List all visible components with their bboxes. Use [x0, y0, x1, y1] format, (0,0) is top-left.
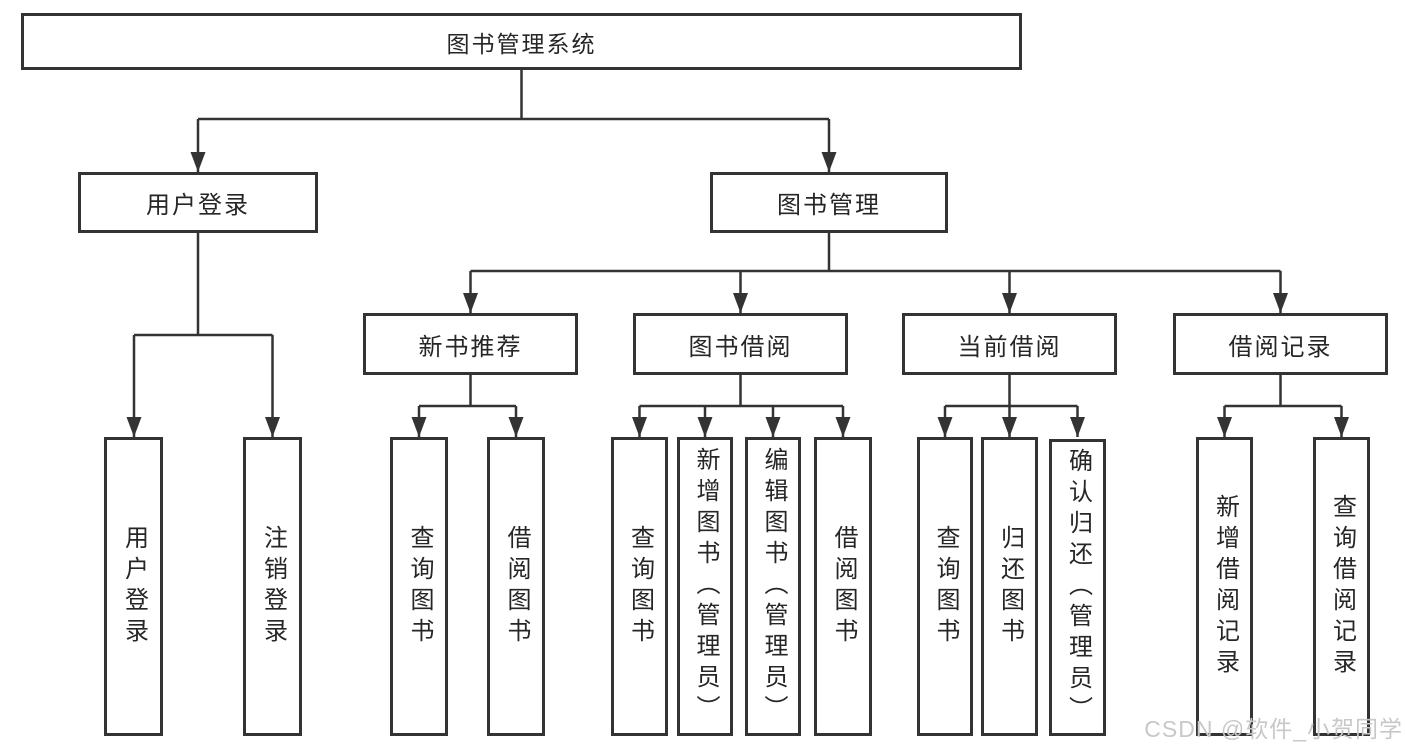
- leaf-logout-label: 注销登录: [259, 524, 287, 649]
- leaf-user-login: 用户登录: [104, 437, 163, 736]
- leaf-edit-books-admin: 编辑图书（管理员）: [745, 437, 801, 736]
- leaf-query-books-3-label: 查询图书: [932, 524, 959, 649]
- leaf-borrow-books-1-label: 借阅图书: [503, 524, 530, 649]
- node-book-management: 图书管理: [710, 172, 948, 233]
- leaf-borrow-books-1: 借阅图书: [487, 437, 545, 736]
- leaf-add-borrow-record-label: 新增借阅记录: [1211, 493, 1239, 680]
- leaf-query-books-3: 查询图书: [917, 437, 973, 736]
- leaf-return-books: 归还图书: [981, 437, 1038, 736]
- node-library-system-label: 图书管理系统: [446, 30, 597, 57]
- node-borrowing-records-label: 借阅记录: [1228, 333, 1333, 361]
- node-user-login-branch-label: 用户登录: [146, 192, 250, 219]
- node-new-book-recommendation: 新书推荐: [363, 313, 578, 375]
- leaf-add-books-admin: 新增图书（管理员）: [677, 437, 733, 736]
- node-new-book-recommendation-label: 新书推荐: [418, 333, 523, 361]
- leaf-confirm-return-admin-label: 确认归还（管理员）: [1064, 448, 1092, 727]
- leaf-add-borrow-record: 新增借阅记录: [1196, 437, 1253, 736]
- leaf-user-login-label: 用户登录: [120, 524, 148, 649]
- leaf-borrow-books-2: 借阅图书: [814, 437, 872, 736]
- leaf-return-books-label: 归还图书: [996, 524, 1024, 649]
- leaf-query-books-2-label: 查询图书: [626, 524, 654, 649]
- watermark-text: CSDN @软件_小贺同学: [1144, 716, 1403, 742]
- leaf-query-books-2: 查询图书: [611, 437, 668, 736]
- leaf-add-books-admin-label: 新增图书（管理员）: [692, 447, 719, 726]
- node-current-borrowing: 当前借阅: [902, 313, 1117, 375]
- node-user-login-branch: 用户登录: [78, 172, 318, 233]
- node-borrowing-records: 借阅记录: [1173, 313, 1388, 375]
- node-book-borrowing: 图书借阅: [633, 313, 848, 375]
- node-current-borrowing-label: 当前借阅: [957, 333, 1062, 361]
- leaf-query-borrow-record: 查询借阅记录: [1313, 437, 1370, 736]
- leaf-edit-books-admin-label: 编辑图书（管理员）: [760, 447, 787, 726]
- node-library-system: 图书管理系统: [21, 13, 1022, 70]
- leaf-query-books-1-label: 查询图书: [406, 524, 433, 649]
- node-book-management-label: 图书管理: [777, 192, 881, 219]
- leaf-logout: 注销登录: [243, 437, 302, 736]
- node-book-borrowing-label: 图书借阅: [688, 333, 793, 361]
- leaf-query-borrow-record-label: 查询借阅记录: [1328, 493, 1356, 680]
- leaf-query-books-1: 查询图书: [390, 437, 448, 736]
- leaf-borrow-books-2-label: 借阅图书: [830, 524, 857, 649]
- leaf-confirm-return-admin: 确认归还（管理员）: [1049, 439, 1106, 736]
